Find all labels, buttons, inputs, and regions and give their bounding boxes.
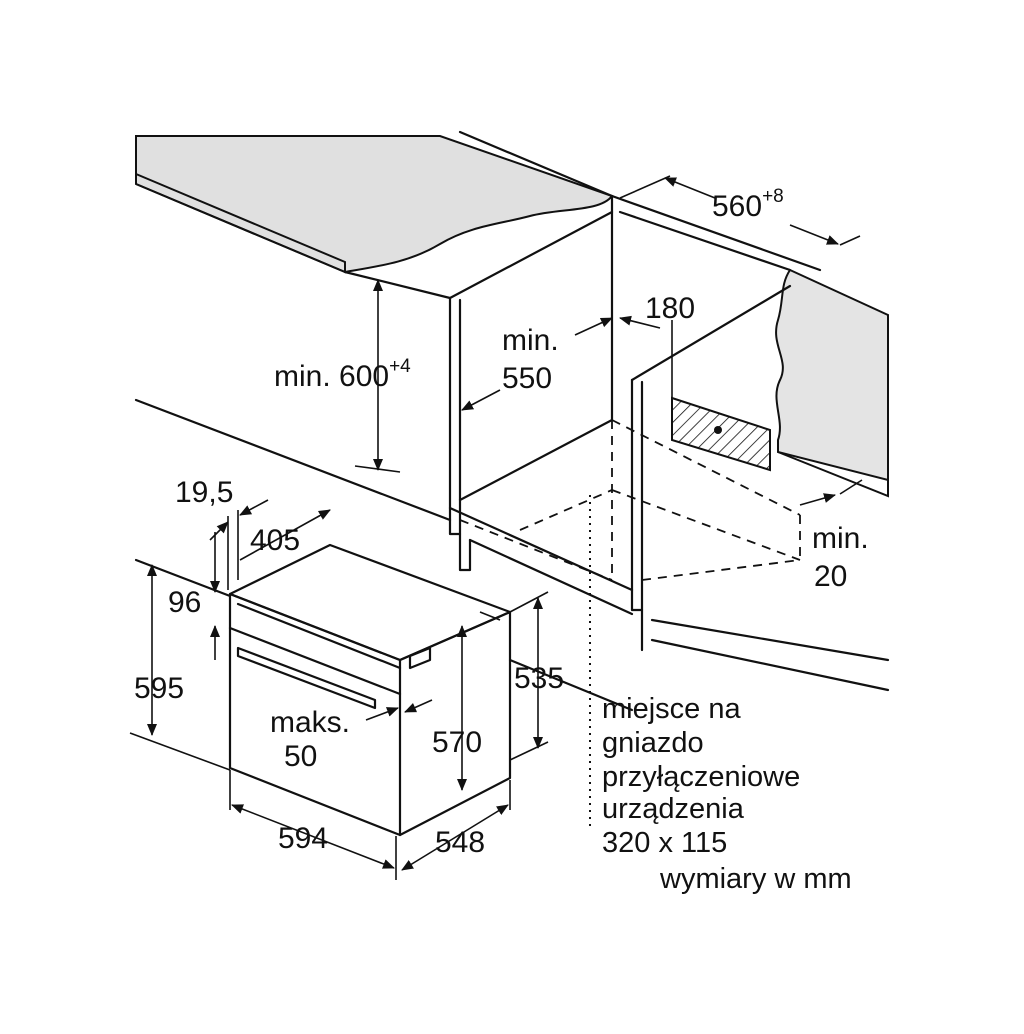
label-niche-depth-2: 550 [502, 362, 552, 395]
socket-note: miejsce na gniazdo przyłączeniowe urządz… [602, 693, 852, 895]
note-line-2: gniazdo [602, 727, 704, 759]
socket-dot-icon [714, 426, 722, 434]
note-line-1: miejsce na [602, 693, 741, 725]
label-vent-depth: 180 [645, 292, 695, 325]
label-panel-height: 96 [168, 586, 201, 619]
dimension-labels: 560+8 180 min. 600+4 min. 550 min. 20 19… [134, 186, 869, 859]
label-niche-depth-1: min. [502, 324, 559, 357]
label-niche-height: min. 600+4 [274, 356, 411, 393]
note-line-3: przyłączeniowe [602, 761, 800, 793]
label-gap-2: 20 [814, 560, 847, 593]
niche-dashed-outline [459, 419, 801, 830]
label-gap-1: min. [812, 522, 869, 555]
label-front-offset: 19,5 [175, 476, 233, 509]
label-total-height: 595 [134, 672, 184, 705]
note-line-4: urządzenia [602, 793, 745, 825]
label-body-height-side: 535 [514, 662, 564, 695]
label-door-gap-2: 50 [284, 740, 317, 773]
label-cabinet-width: 560+8 [712, 186, 784, 223]
label-body-height-front: 570 [432, 726, 482, 759]
dimension-lines [129, 175, 863, 880]
wall-section [775, 268, 889, 498]
label-door-gap-1: maks. [270, 706, 350, 739]
label-total-width: 594 [278, 822, 328, 855]
countertop [135, 135, 614, 274]
note-line-5: 320 x 115 [602, 827, 727, 859]
units-note: wymiary w mm [659, 863, 852, 895]
label-total-depth: 548 [435, 826, 485, 859]
socket-area [671, 320, 771, 472]
oven [228, 543, 512, 837]
label-body-depth-top: 405 [250, 524, 300, 557]
